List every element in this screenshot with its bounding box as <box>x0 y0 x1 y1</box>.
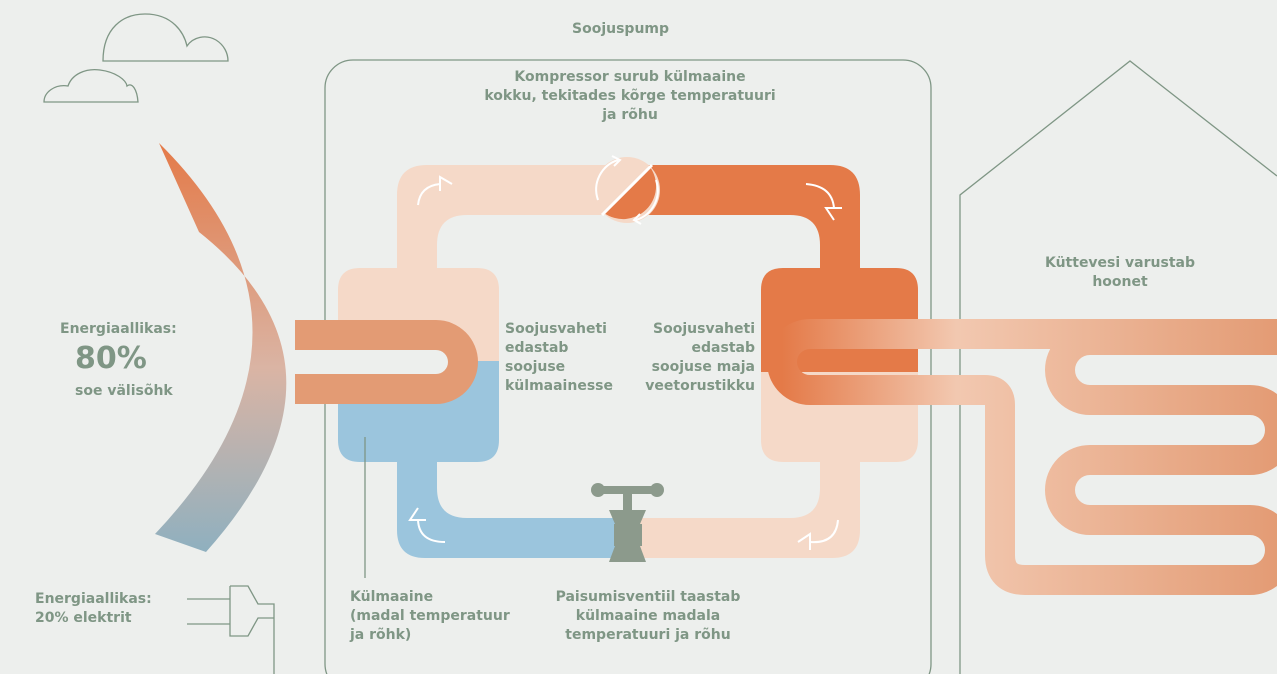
expansion-valve-label: Paisumisventiil taastab külmaaine madala… <box>555 589 741 643</box>
flow-arrow-icon <box>408 175 842 550</box>
refrigerant-label: Külmaaine (madal temperatuur ja rõhk) <box>350 589 510 643</box>
electric-source-label: Energiaallikas: 20% elektrit <box>35 591 152 626</box>
pipe-top-right <box>627 165 860 270</box>
compressor-icon <box>594 155 660 225</box>
clouds-icon <box>43 13 229 103</box>
energy-source-description: soe välisõhk <box>75 383 173 399</box>
plug-icon <box>187 585 275 674</box>
house-outline <box>959 60 1277 674</box>
heat-exchanger-left-label: Soojusvaheti edastab soojuse külmaainess… <box>505 321 613 394</box>
pipe-bottom-right <box>629 440 860 558</box>
source-loop-pipe <box>295 320 478 404</box>
compressor-label: Kompressor surub külmaaine kokku, tekita… <box>484 69 776 123</box>
heat-exchanger-right-label: Soojusvaheti edastab soojuse maja veetor… <box>645 321 755 394</box>
energy-source-heading: Energiaallikas: <box>60 321 177 337</box>
house-label: Küttevesi varustab hoonet <box>1044 255 1195 290</box>
expansion-valve-icon <box>591 483 664 562</box>
energy-source-percent: 80% <box>75 341 147 376</box>
diagram-title: Soojuspump <box>572 21 670 37</box>
heating-water-coil <box>767 319 1277 595</box>
pipe-top-left <box>397 165 627 270</box>
energy-source-arc <box>155 143 287 552</box>
pipe-bottom-left <box>397 440 629 558</box>
